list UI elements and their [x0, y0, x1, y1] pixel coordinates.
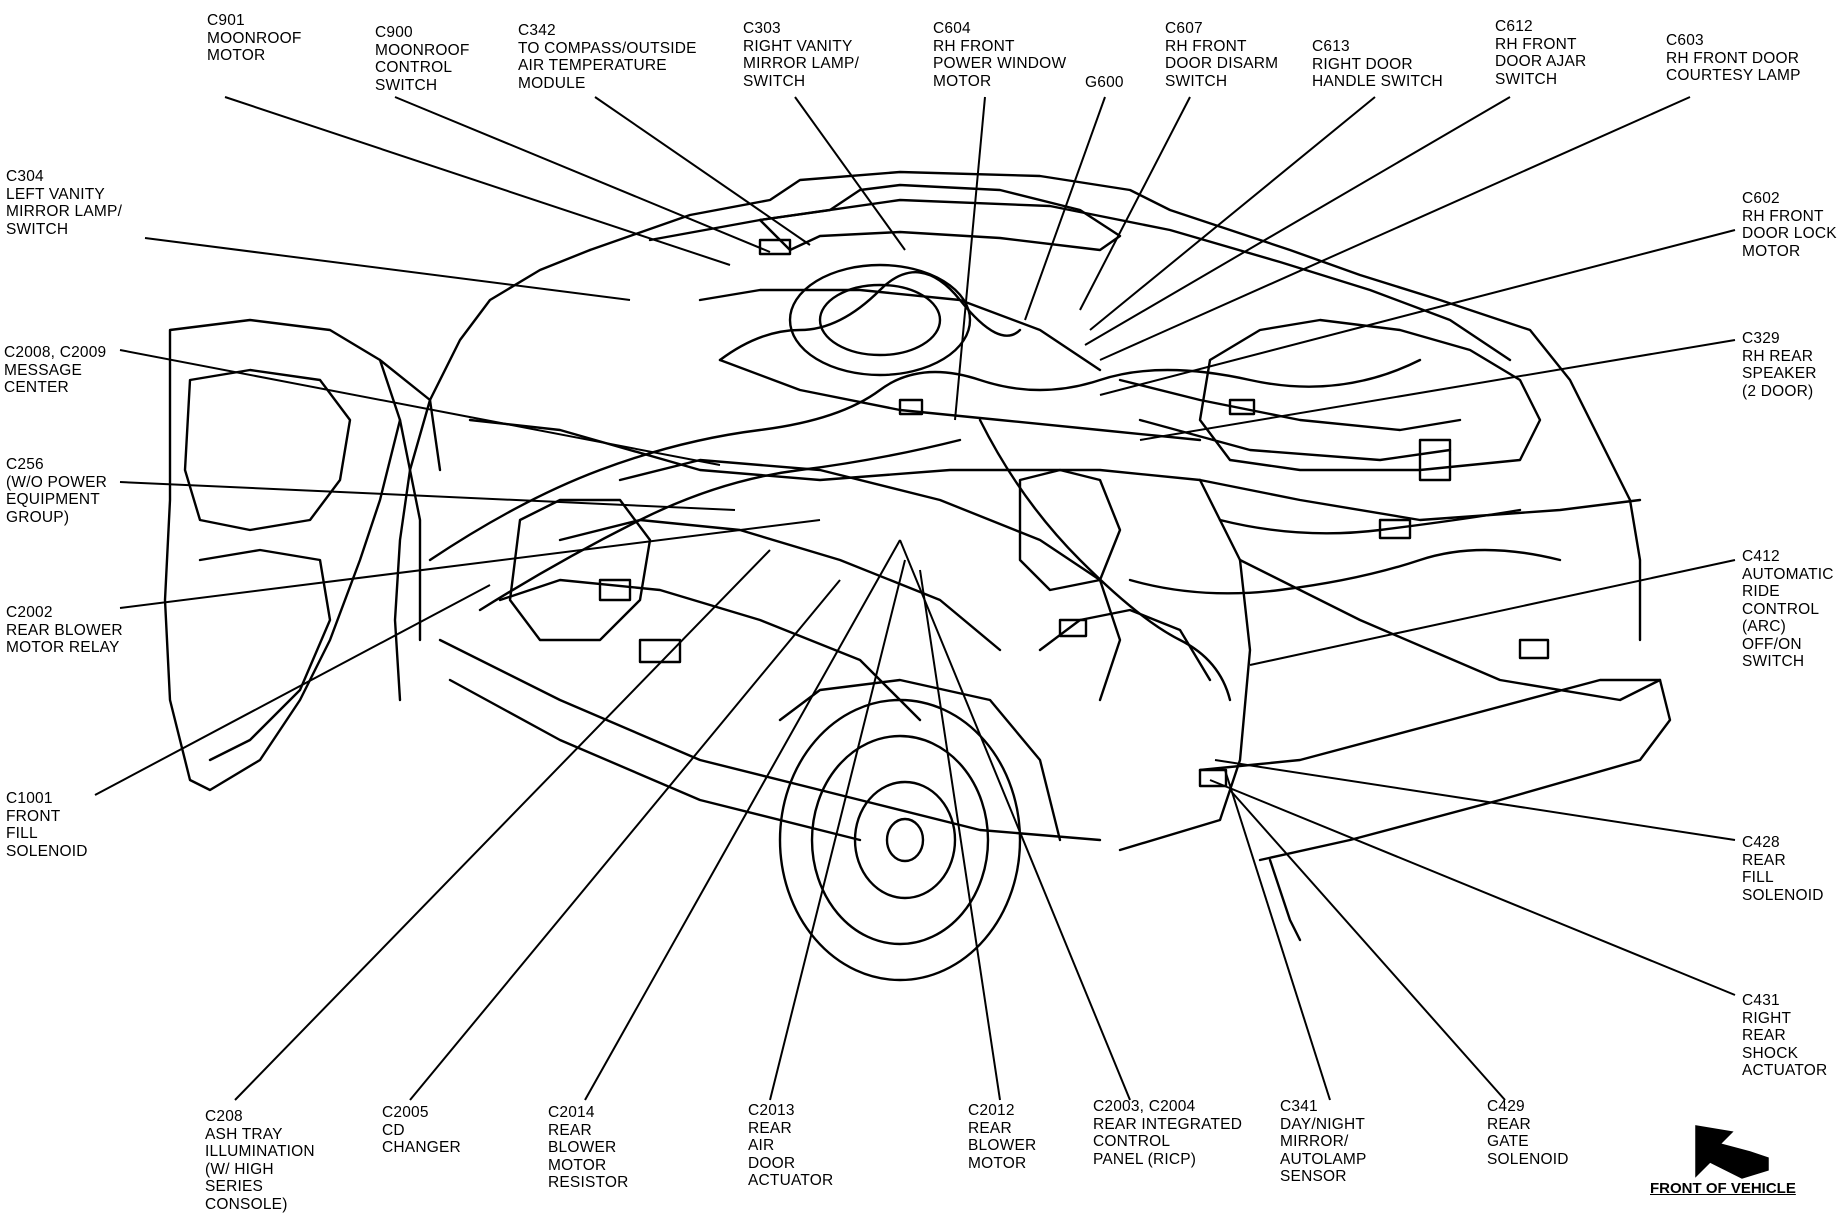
label-g600: G600: [1085, 74, 1124, 91]
front-of-vehicle-label: FRONT OF VEHICLE: [1650, 1180, 1796, 1197]
front-arrow-icon: [1695, 1125, 1769, 1179]
label-c256: C256(W/O POWER EQUIPMENT GROUP): [6, 456, 108, 526]
